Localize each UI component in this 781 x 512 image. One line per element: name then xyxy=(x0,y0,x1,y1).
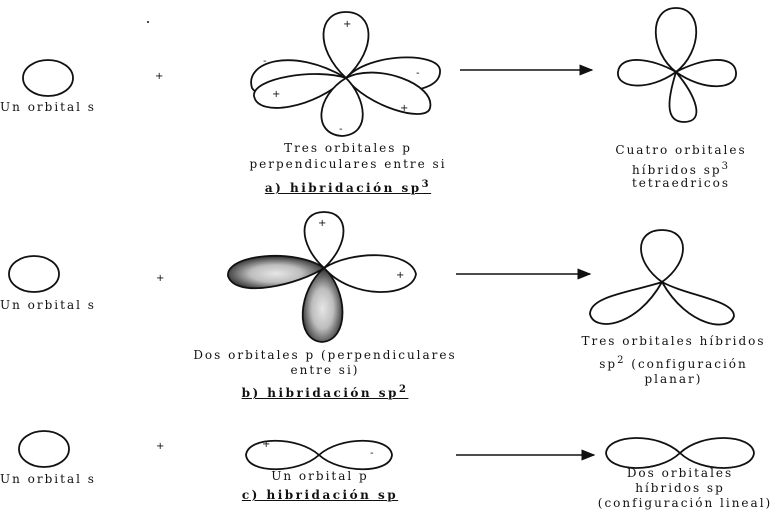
s-orbital-c xyxy=(19,431,69,467)
scan-dot xyxy=(147,21,149,23)
lobe-minus: - xyxy=(416,69,420,79)
lobe-plus: + xyxy=(318,219,326,229)
lobe-minus: - xyxy=(263,57,267,67)
result-label-line1-a: Cuatro orbitales xyxy=(596,143,766,158)
result-label-line2-b: sp2 (configuración xyxy=(566,353,781,372)
p-orbitals-label-line1-a: Tres orbitales p xyxy=(228,141,468,156)
lobe-plus: + xyxy=(400,104,408,114)
lobe-plus: + xyxy=(396,271,404,281)
plus-sign-c: + xyxy=(156,442,164,452)
p-orbitals-label-line2-a: perpendiculares entre si xyxy=(208,157,488,172)
s-orbital-label-b: Un orbital s xyxy=(0,298,80,313)
lobe-minus: - xyxy=(339,125,343,135)
result-label-line1-b: Tres orbitales híbridos xyxy=(566,334,781,349)
result-label-line3-a: tetraedricos xyxy=(596,176,766,191)
result-label-line1-c: Dos orbitales xyxy=(600,466,760,481)
sp2-hybrid-orbitals xyxy=(590,230,734,325)
lobe-plus: + xyxy=(272,90,280,100)
lobe-plus: + xyxy=(343,20,351,30)
caption-c: c) hibridación sp xyxy=(222,488,418,503)
plus-sign-b: + xyxy=(156,274,164,284)
plus-sign-a: + xyxy=(155,72,163,82)
s-orbital-b xyxy=(9,256,59,292)
sp-hybrid-orbitals xyxy=(606,438,754,468)
p-orbitals-label-line2-b: entre si) xyxy=(230,363,420,378)
s-orbital-label-c: Un orbital s xyxy=(0,472,92,487)
s-orbital-label-a: Un orbital s xyxy=(0,100,96,115)
sp3-hybrid-orbitals xyxy=(618,8,736,122)
result-label-line3-b: planar) xyxy=(566,372,781,387)
s-orbital-a xyxy=(23,60,73,96)
caption-a: a) hibridación sp3 xyxy=(228,177,468,196)
result-label-line3-c: (configuración lineal) xyxy=(590,496,780,511)
p-orbital-label-c: Un orbital p xyxy=(240,469,400,484)
caption-b: b) hibridación sp2 xyxy=(220,382,430,401)
lobe-minus: - xyxy=(370,449,374,459)
p-orbitals-sp3 xyxy=(251,12,440,136)
lobe-plus: + xyxy=(262,440,270,450)
p-orbitals-sp2 xyxy=(228,212,416,342)
p-orbitals-label-line1-b: Dos orbitales p (perpendiculares xyxy=(150,348,500,363)
result-label-line2-c: híbridos sp xyxy=(600,481,760,496)
